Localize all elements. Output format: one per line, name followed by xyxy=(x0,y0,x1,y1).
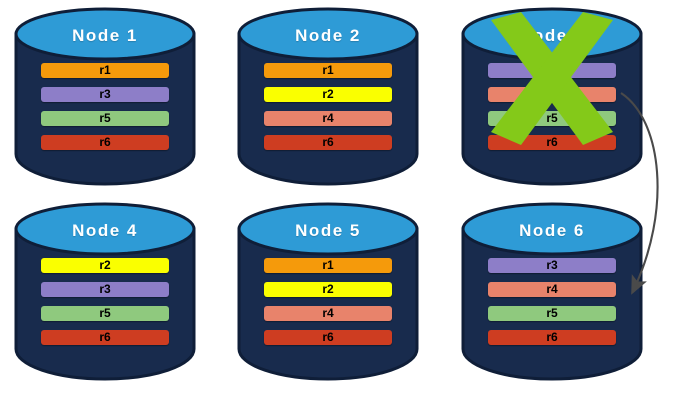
record-bar[interactable]: r1 xyxy=(264,258,392,273)
record-bar[interactable]: r1 xyxy=(41,63,169,78)
node-4[interactable]: Node 4 r2 r3 r5 r6 xyxy=(12,201,198,383)
record-bar[interactable]: r1 xyxy=(264,63,392,78)
record-bar[interactable]: r3 xyxy=(41,282,169,297)
record-bar[interactable]: r2 xyxy=(41,258,169,273)
node-title: Node 6 xyxy=(519,221,585,240)
node-title: Node 5 xyxy=(295,221,361,240)
record-bar[interactable]: r6 xyxy=(488,135,616,150)
node-title: Node 2 xyxy=(295,26,361,45)
record-bar[interactable]: r6 xyxy=(488,330,616,345)
record-list: r1 r2 r4 r6 xyxy=(264,258,392,345)
record-bar[interactable]: r6 xyxy=(41,135,169,150)
node-5[interactable]: Node 5 r1 r2 r4 r6 xyxy=(235,201,421,383)
record-bar[interactable]: r6 xyxy=(41,330,169,345)
node-2[interactable]: Node 2 r1 r2 r4 r6 xyxy=(235,6,421,188)
record-bar[interactable]: r4 xyxy=(488,282,616,297)
record-bar[interactable]: r4 xyxy=(488,87,616,102)
node-title: Node 1 xyxy=(72,26,138,45)
record-bar[interactable]: r3 xyxy=(41,87,169,102)
record-bar[interactable]: r5 xyxy=(41,306,169,321)
record-bar[interactable]: r6 xyxy=(264,135,392,150)
record-bar[interactable]: r5 xyxy=(488,306,616,321)
record-list: r1 r3 r5 r6 xyxy=(41,63,169,150)
record-bar[interactable]: r3 xyxy=(488,63,616,78)
record-bar[interactable]: r3 xyxy=(488,258,616,273)
node-3[interactable]: Node 3 r3 r4 r5 r6 xyxy=(459,6,645,188)
node-6[interactable]: Node 6 r3 r4 r5 r6 xyxy=(459,201,645,383)
record-bar[interactable]: r5 xyxy=(488,111,616,126)
record-list: r1 r2 r4 r6 xyxy=(264,63,392,150)
record-bar[interactable]: r6 xyxy=(264,330,392,345)
record-bar[interactable]: r4 xyxy=(264,111,392,126)
node-title: Node 3 xyxy=(519,26,585,45)
record-bar[interactable]: r2 xyxy=(264,87,392,102)
record-bar[interactable]: r4 xyxy=(264,306,392,321)
record-bar[interactable]: r5 xyxy=(41,111,169,126)
record-bar[interactable]: r2 xyxy=(264,282,392,297)
node-1[interactable]: Node 1 r1 r3 r5 r6 xyxy=(12,6,198,188)
record-list: r3 r4 r5 r6 xyxy=(488,258,616,345)
record-list: r2 r3 r5 r6 xyxy=(41,258,169,345)
record-list: r3 r4 r5 r6 xyxy=(488,63,616,150)
node-title: Node 4 xyxy=(72,221,138,240)
